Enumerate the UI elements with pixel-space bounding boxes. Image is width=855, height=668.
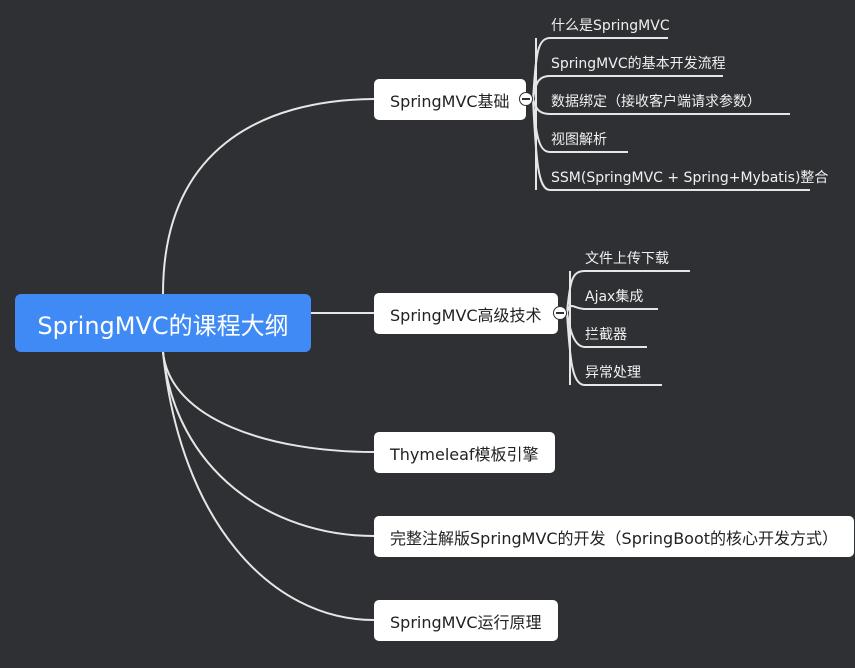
branch-springmvc-advanced[interactable]: SpringMVC高级技术	[374, 293, 558, 334]
branch-thymeleaf[interactable]: Thymeleaf模板引擎	[374, 432, 555, 473]
branch-springmvc-internals[interactable]: SpringMVC运行原理	[374, 600, 558, 641]
leaf-ssm-integration[interactable]: SSM(SpringMVC + Spring+Mybatis)整合	[551, 170, 829, 186]
leaf-exception-handling[interactable]: 异常处理	[585, 365, 641, 381]
collapse-icon[interactable]	[553, 306, 567, 320]
leaf-view-resolution[interactable]: 视图解析	[551, 132, 607, 148]
collapse-icon[interactable]	[519, 92, 533, 106]
leaf-interceptor[interactable]: 拦截器	[585, 327, 627, 343]
leaf-basic-dev-flow[interactable]: SpringMVC的基本开发流程	[551, 56, 726, 72]
leaf-file-upload-download[interactable]: 文件上传下载	[585, 251, 669, 267]
leaf-ajax-integration[interactable]: Ajax集成	[585, 289, 644, 305]
leaf-what-is-springmvc[interactable]: 什么是SpringMVC	[551, 18, 670, 34]
branch-springmvc-basics[interactable]: SpringMVC基础	[374, 79, 526, 120]
branch-annotation-springmvc[interactable]: 完整注解版SpringMVC的开发（SpringBoot的核心开发方式）	[374, 516, 855, 557]
leaf-data-binding[interactable]: 数据绑定（接收客户端请求参数）	[551, 94, 761, 110]
root-node[interactable]: SpringMVC的课程大纲	[15, 294, 311, 352]
